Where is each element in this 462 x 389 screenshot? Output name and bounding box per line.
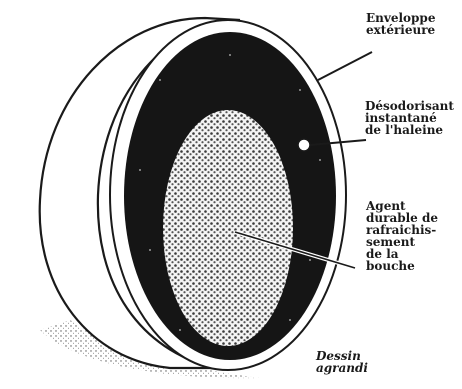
agent-core bbox=[163, 110, 293, 346]
label-caption-line2: agrandi bbox=[316, 362, 368, 374]
label-agent-line6: bouche bbox=[366, 260, 438, 272]
label-agent: Agent durable de rafraichis- sement de l… bbox=[366, 200, 438, 272]
label-outer-shell-line2: extérieure bbox=[366, 24, 435, 36]
deodorant-marker bbox=[298, 139, 310, 151]
label-caption: Dessin agrandi bbox=[316, 350, 368, 374]
label-deodorant-line3: de l'haleine bbox=[365, 124, 454, 136]
leader-outer-shell bbox=[318, 52, 372, 80]
label-deodorant: Désodorisant instantané de l'haleine bbox=[365, 100, 454, 136]
label-outer-shell: Enveloppe extérieure bbox=[366, 12, 435, 36]
